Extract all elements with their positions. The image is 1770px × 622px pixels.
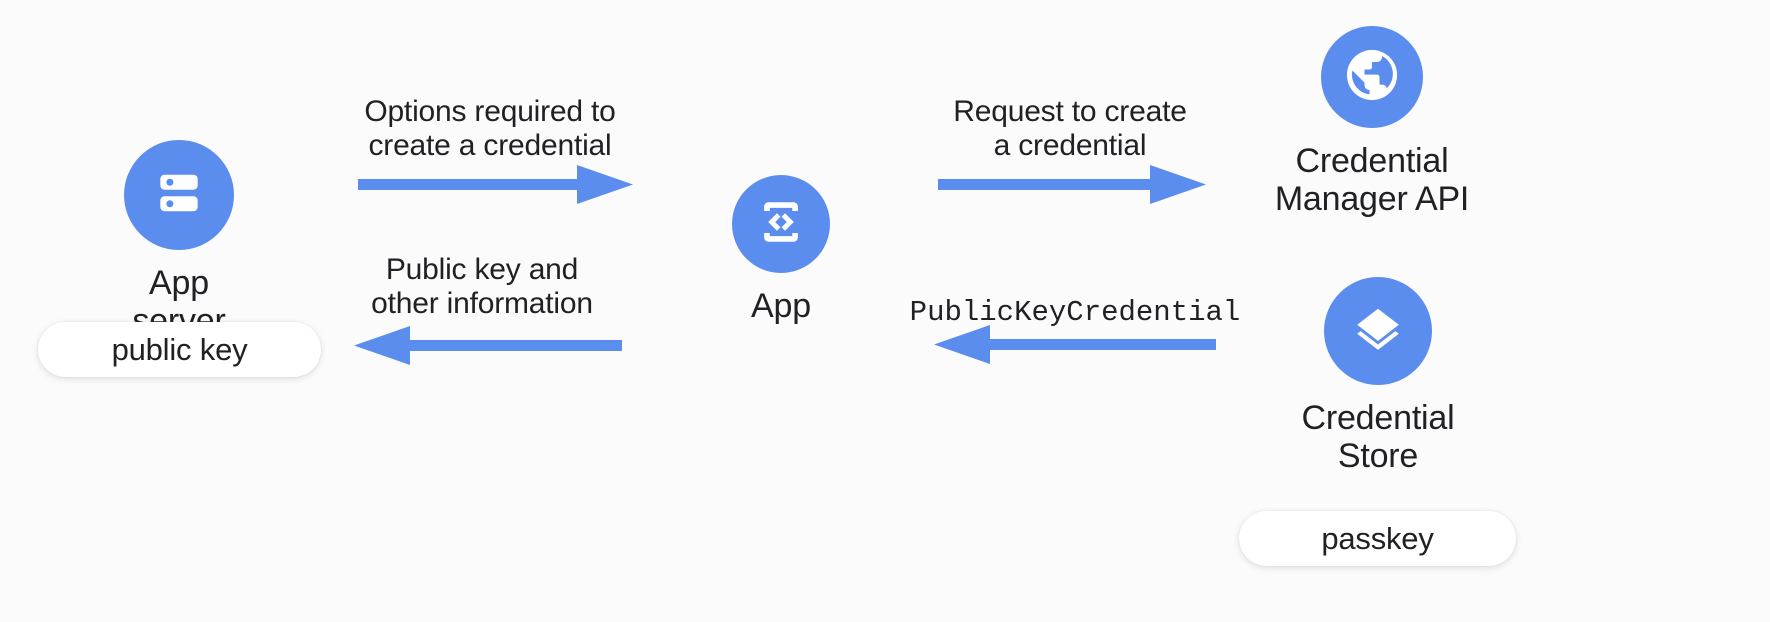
arrow-app-to-cm [938,161,1206,209]
node-label-credential-store: Credential Store [1301,399,1455,476]
arrow-label-server-to-app: Options required to create a credential [364,95,616,162]
arrow-server-to-app [358,161,633,209]
pill-public-key-text: public key [111,331,248,367]
pill-passkey: passkey [1239,511,1516,566]
credential-store-icon-circle [1324,277,1432,385]
node-app: App [705,175,857,325]
pill-passkey-text: passkey [1321,520,1434,556]
layers-icon [1349,300,1407,363]
arrow-app-to-server [352,322,622,370]
pill-public-key: public key [38,322,321,377]
globe-icon [1340,43,1404,112]
app-code-phone-icon [754,195,808,254]
node-credential-store: Credential Store [1258,277,1498,475]
app-icon-circle [732,175,830,273]
server-icon [151,165,207,226]
node-app-server: App server [103,140,255,340]
credential-manager-icon-circle [1321,26,1423,128]
arrow-label-app-to-server: Public key and other information [371,253,593,320]
arrow-label-store-to-app: PublicKeyCredential [909,296,1241,329]
node-credential-manager-api: Credential Manager API [1252,26,1492,218]
node-label-credential-manager-api: Credential Manager API [1274,142,1470,219]
app-server-icon-circle [124,140,234,250]
arrow-store-to-app [928,321,1216,369]
node-label-app: App [751,287,811,325]
arrow-label-app-to-cm: Request to create a credential [953,95,1187,162]
